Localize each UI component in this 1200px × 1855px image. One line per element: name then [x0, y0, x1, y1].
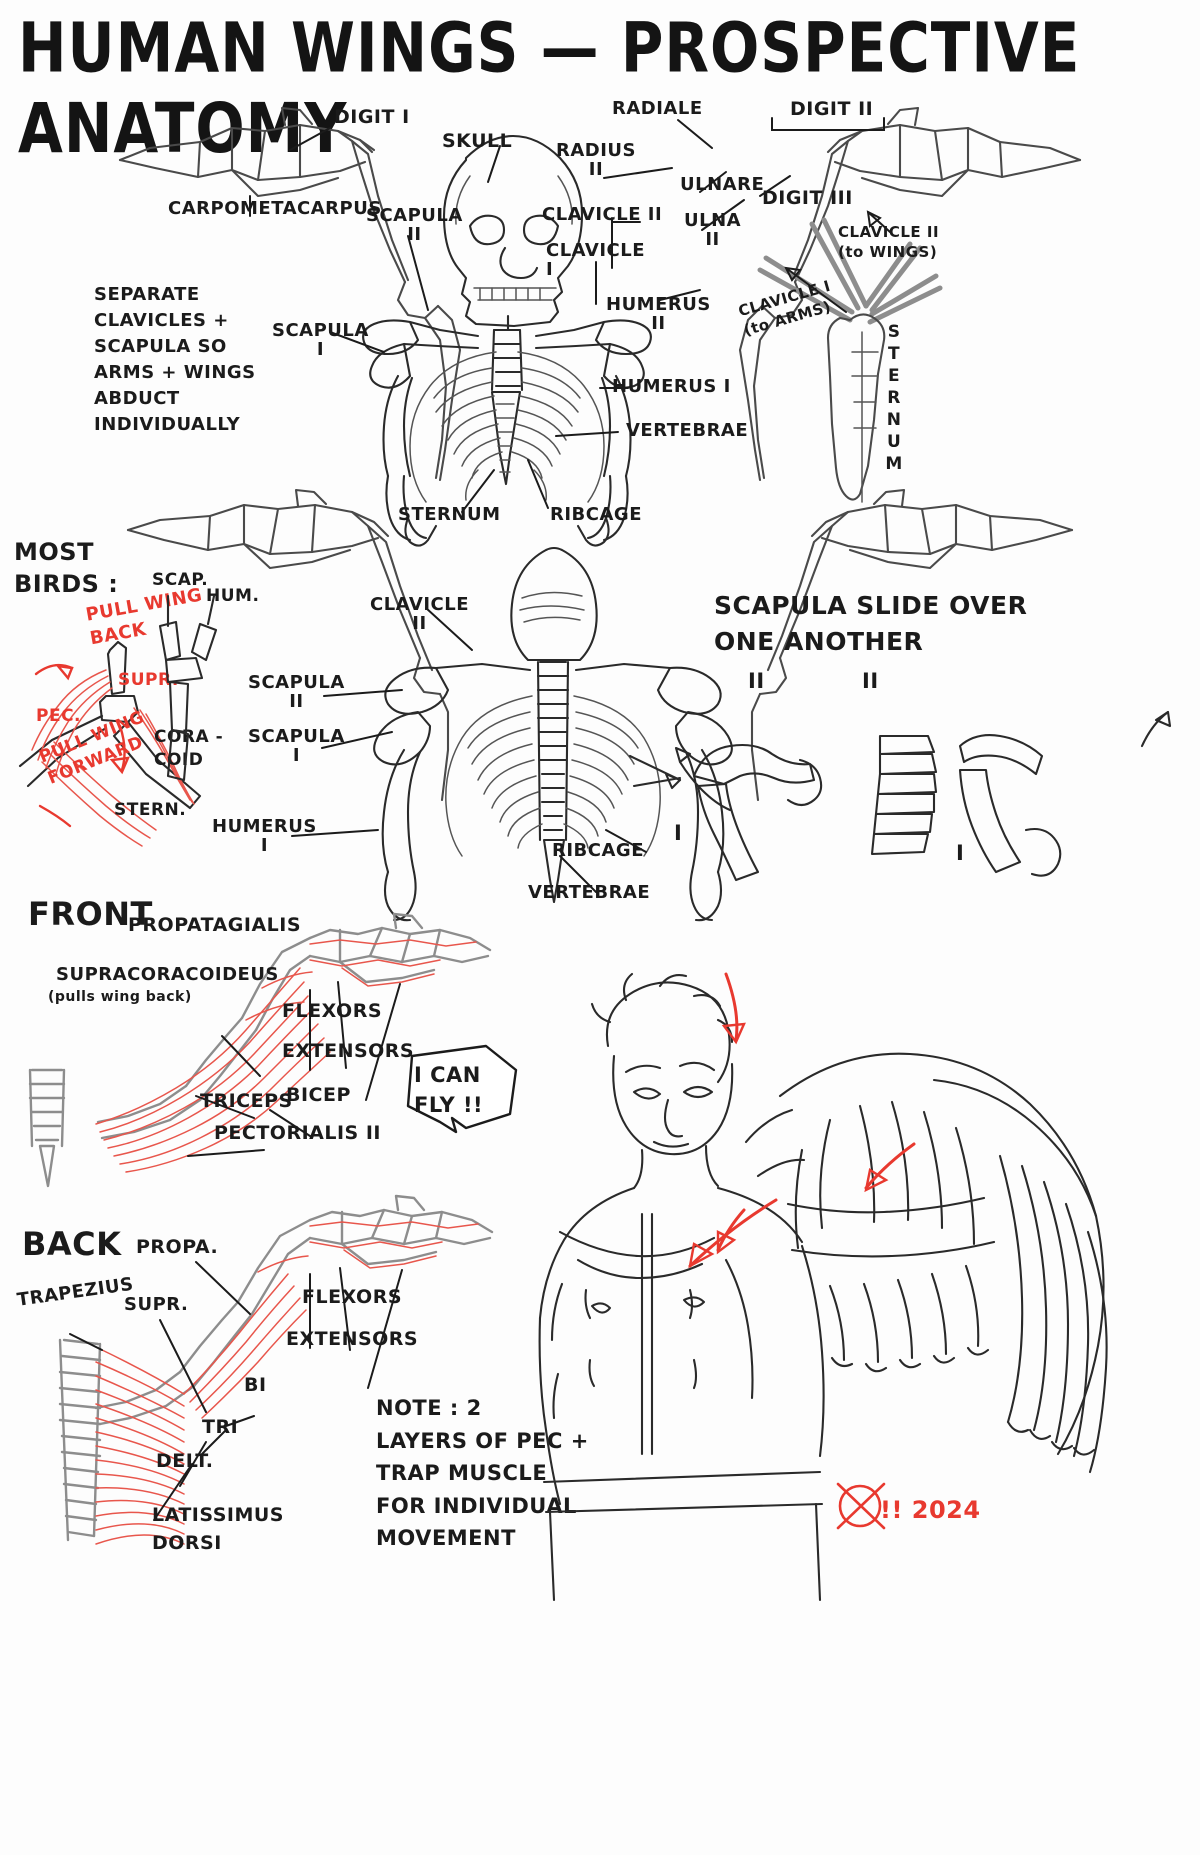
- label-humerus-i-top: HUMERUS I: [612, 376, 731, 397]
- label-clavicle-i-top: CLAVICLE I: [546, 240, 645, 280]
- label-ribcage-top: RIBCAGE: [550, 504, 642, 525]
- label-coracoid-bird: CORA - COID: [154, 727, 224, 770]
- label-trapezius: TRAPEZIUS: [15, 1273, 135, 1311]
- label-propa-back: PROPA.: [136, 1236, 219, 1258]
- label-bicep: BICEP: [286, 1084, 351, 1106]
- heading-front: FRONT: [28, 895, 153, 933]
- label-vertebrae-top: VERTEBRAE: [626, 420, 749, 441]
- speech-line-2: FLY !!: [414, 1093, 484, 1117]
- label-supracoracoideus: SUPRACORACOIDEUS: [56, 964, 279, 985]
- label-extensors-back: EXTENSORS: [286, 1328, 419, 1350]
- label-propatagialis: PROPATAGIALIS: [128, 914, 302, 936]
- label-carpometacarpus: CARPOMETACARPUS: [168, 198, 382, 219]
- heading-back: BACK: [22, 1225, 122, 1263]
- label-radius-ii: RADIUS II: [556, 140, 637, 180]
- note-block: NOTE : 2 LAYERS OF PEC + TRAP MUSCLE FOR…: [376, 1396, 589, 1551]
- label-scapula-slide-right-i: I: [956, 841, 965, 865]
- label-sternum-top: STERNUM: [398, 504, 501, 525]
- label-hum-bird: HUM.: [206, 586, 260, 606]
- label-supr-back: SUPR.: [124, 1294, 189, 1315]
- winged-figure-artwork: [538, 972, 1108, 1602]
- label-flexors-front: FLEXORS: [282, 1000, 383, 1022]
- front-muscle-artwork: [28, 912, 492, 1188]
- label-humerus-ii-top: HUMERUS II: [606, 294, 711, 334]
- label-clavicle-i-to-arms: CLAVICLE I (to ARMS): [736, 276, 834, 340]
- annotation-supr: SUPR.: [118, 670, 179, 690]
- label-latissimus-dorsi: LATISSIMUS DORSI: [152, 1504, 284, 1554]
- speech-line-1: I CAN: [414, 1063, 481, 1087]
- label-scapula-i-top: SCAPULA I: [272, 320, 369, 360]
- label-scapula-i-mid: SCAPULA I: [248, 726, 345, 766]
- label-pectorialis-ii: PECTORIALIS II: [214, 1122, 381, 1144]
- label-digit-ii: DIGIT II: [790, 98, 874, 120]
- heading-most-birds: MOST BIRDS :: [14, 538, 119, 599]
- label-scapula-ii-mid: SCAPULA II: [248, 672, 345, 712]
- heading-scapula-slide: SCAPULA SLIDE OVER ONE ANOTHER: [714, 591, 1028, 657]
- label-scapula-ii-top: SCAPULA II: [366, 205, 463, 245]
- label-radiale: RADIALE: [612, 98, 703, 119]
- label-clavicle-ii-mid: CLAVICLE II: [370, 594, 469, 634]
- label-scapula-slide-left-i: I: [674, 821, 683, 845]
- label-humerus-i-mid: HUMERUS I: [212, 816, 317, 856]
- label-scap-bird: SCAP.: [152, 570, 209, 590]
- label-clavicle-ii-top: CLAVICLE II: [542, 204, 663, 225]
- label-clavicle-ii-to-wings: CLAVICLE II (to WINGS): [838, 223, 940, 262]
- label-flexors-back: FLEXORS: [302, 1286, 403, 1308]
- label-digit-iii: DIGIT III: [762, 187, 853, 209]
- label-extensors-front: EXTENSORS: [282, 1040, 415, 1062]
- label-vertebrae-mid: VERTEBRAE: [528, 882, 651, 903]
- label-sternum-vertical: STERNUM: [883, 322, 904, 476]
- label-scapula-slide-left-ii: II: [748, 669, 765, 693]
- label-supracoracoideus-sub: (pulls wing back): [48, 989, 192, 1005]
- label-delt: DELT.: [156, 1450, 214, 1472]
- signature-year: !! 2024: [880, 1496, 981, 1524]
- note-separate-clavicles: SEPARATE CLAVICLES + SCAPULA SO ARMS + W…: [94, 284, 256, 436]
- annotation-pec: PEC.: [36, 706, 82, 726]
- label-ulnare: ULNARE: [680, 174, 765, 195]
- label-digit-i: DIGIT I: [334, 106, 410, 128]
- label-stern-bird: STERN.: [114, 800, 187, 820]
- label-ulna-ii: ULNA II: [684, 210, 742, 250]
- scapula-slide-artwork: [628, 710, 1172, 882]
- label-scapula-slide-right-ii: II: [862, 669, 879, 693]
- label-ribcage-mid: RIBCAGE: [552, 840, 644, 861]
- label-tri: TRI: [202, 1416, 239, 1438]
- label-triceps: TRICEPS: [200, 1090, 293, 1112]
- label-skull: SKULL: [442, 130, 513, 152]
- label-bi: BI: [244, 1374, 267, 1396]
